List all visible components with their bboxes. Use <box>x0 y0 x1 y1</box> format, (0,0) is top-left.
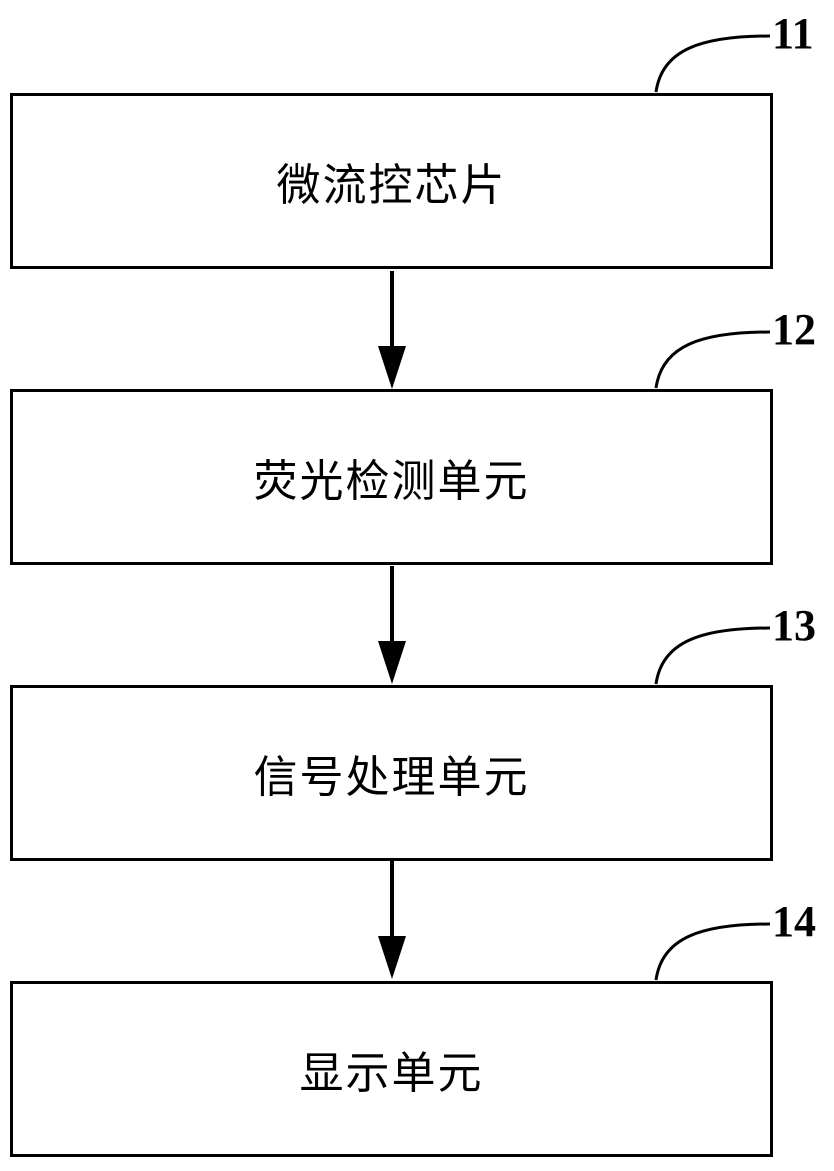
leader-line-11 <box>654 34 771 93</box>
leader-line-12 <box>654 330 771 389</box>
ref-number-14: 14 <box>772 897 816 946</box>
arrow-12-to-13 <box>378 566 406 684</box>
block-fluorescence-detection-unit: 荧光检测单元 <box>10 389 773 565</box>
leader-line-14 <box>654 922 771 981</box>
ref-number-12: 12 <box>772 305 816 354</box>
block-signal-processing-unit: 信号处理单元 <box>10 685 773 861</box>
block-label: 荧光检测单元 <box>253 456 530 507</box>
leader-line-13 <box>654 626 771 685</box>
ref-number-13: 13 <box>772 601 816 650</box>
block-display-unit: 显示单元 <box>10 981 773 1157</box>
block-microfluidic-chip: 微流控芯片 <box>10 93 773 269</box>
arrow-11-to-12 <box>378 271 406 389</box>
arrow-13-to-14 <box>378 861 406 979</box>
block-label: 微流控芯片 <box>276 160 507 211</box>
ref-number-11: 11 <box>772 9 814 58</box>
block-label: 显示单元 <box>299 1048 484 1099</box>
block-label: 信号处理单元 <box>253 752 530 803</box>
